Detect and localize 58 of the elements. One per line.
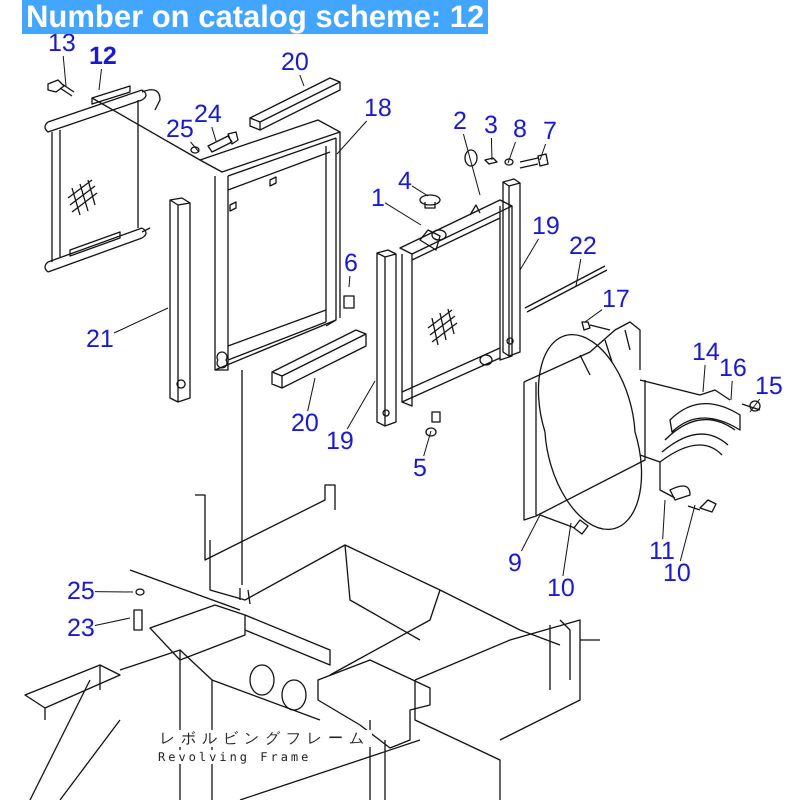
leader-line [62,56,66,86]
leader-line [423,430,432,456]
callout-number: 25 [166,116,194,142]
leader-line [299,74,304,86]
callout-number: 19 [532,214,560,238]
callout-number: 16 [719,356,747,380]
callout-number: 25 [67,578,95,604]
callout-number: 19 [326,428,354,454]
leader-line [520,238,539,270]
callout-number: 17 [602,286,630,312]
callout-number: 20 [291,410,319,436]
leader-line [98,68,102,90]
callout-number: 23 [67,616,95,640]
leader-line [348,276,350,288]
callout-number: 14 [692,340,720,364]
title-banner: Number on catalog scheme: 12 [22,0,488,34]
leader-line [336,120,368,154]
callout-number: 4 [398,168,412,194]
leader-line [114,308,168,334]
leader-line [730,380,733,400]
leader-line [346,380,376,430]
leader-line [490,138,492,160]
callout-number: 21 [86,326,114,352]
leader-line [576,258,582,286]
callout-number: 15 [755,374,783,398]
callout-number: 22 [569,234,597,258]
leader-line [462,134,480,196]
leader-line [562,522,572,576]
callout-number: 10 [547,576,575,600]
leader-line [211,126,216,142]
callout-number: 9 [508,550,522,576]
callout-number: 10 [663,560,691,586]
callout-number: 18 [364,96,392,120]
leader-line [662,500,666,540]
callout-number: 6 [344,250,358,276]
callout-number: 7 [543,118,557,144]
leader-line [702,364,706,392]
callout-number: 11 [649,538,675,564]
leader-line [190,142,200,152]
callout-number: 1 [371,186,385,210]
leader-line [540,144,546,160]
callout-number: 24 [194,102,222,126]
leader-line [94,618,130,626]
callout-number: 3 [484,112,498,138]
leader-line [750,398,760,412]
callout-number: 5 [413,456,427,480]
leader-line [384,202,422,226]
callout-number: 12 [89,44,117,68]
callout-number: 20 [281,50,309,74]
leader-line [307,378,316,412]
leader-line [520,514,540,552]
leader-line [680,504,696,562]
leader-line [584,309,602,322]
leader-line [412,185,428,196]
callout-number: 2 [453,108,467,134]
callout-number: 8 [513,116,527,142]
leader-line [94,591,134,592]
leader-line [508,142,516,164]
